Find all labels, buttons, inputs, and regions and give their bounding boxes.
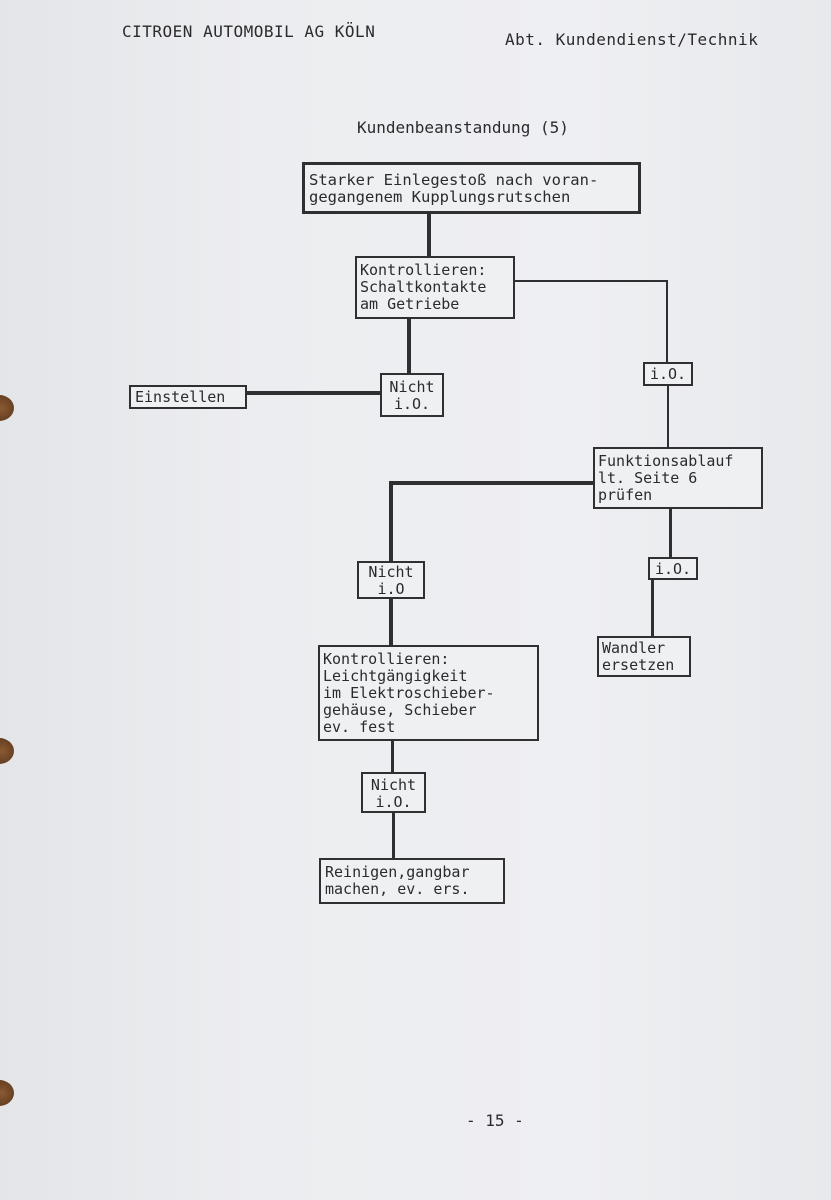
connector-check-schieber-to-nicht [391,740,394,773]
node-check-switch-contacts: Kontrollieren: Schaltkontakte am Getrieb… [355,256,515,319]
punch-hole [0,395,14,421]
connector-check-to-io-v [666,280,668,362]
connector-start-to-check [427,213,431,257]
node-clean-free-replace: Reinigen,gangbar machen, ev. ers. [319,858,505,904]
node-adjust: Einstellen [129,385,247,409]
connector-io-to-wandler [651,579,654,637]
connector-funktion-to-nicht-v [389,481,393,562]
punch-hole [0,1080,14,1106]
node-function-check: Funktionsablauf lt. Seite 6 prüfen [593,447,763,509]
connector-funktion-to-io [669,508,672,558]
header-department: Abt. Kundendienst/Technik [505,30,759,49]
node-start-complaint: Starker Einlegestoß nach voran- gegangen… [302,162,641,214]
node-not-ok-1: Nicht i.O. [380,373,444,417]
connector-nicht-to-check-schieber [389,598,393,646]
connector-io-to-funktion [667,386,669,448]
connector-check-to-io-h [513,280,668,282]
diagram-title: Kundenbeanstandung (5) [357,118,569,137]
connector-check-to-nicht [407,318,411,374]
node-not-ok-3: Nicht i.O. [361,772,426,813]
node-not-ok-2: Nicht i.O [357,561,425,599]
node-ok-1: i.O. [643,362,693,386]
node-replace-converter: Wandler ersetzen [597,636,691,677]
page-number: - 15 - [466,1111,524,1130]
connector-funktion-to-nicht-h [389,481,595,485]
node-check-valve-body: Kontrollieren: Leichtgängigkeit im Elekt… [318,645,539,741]
connector-nicht-to-reinigen [392,812,395,859]
punch-hole [0,738,14,764]
header-company: CITROEN AUTOMOBIL AG KÖLN [122,22,376,41]
connector-nicht-to-einstellen [246,391,381,395]
node-ok-2: i.O. [648,557,698,580]
